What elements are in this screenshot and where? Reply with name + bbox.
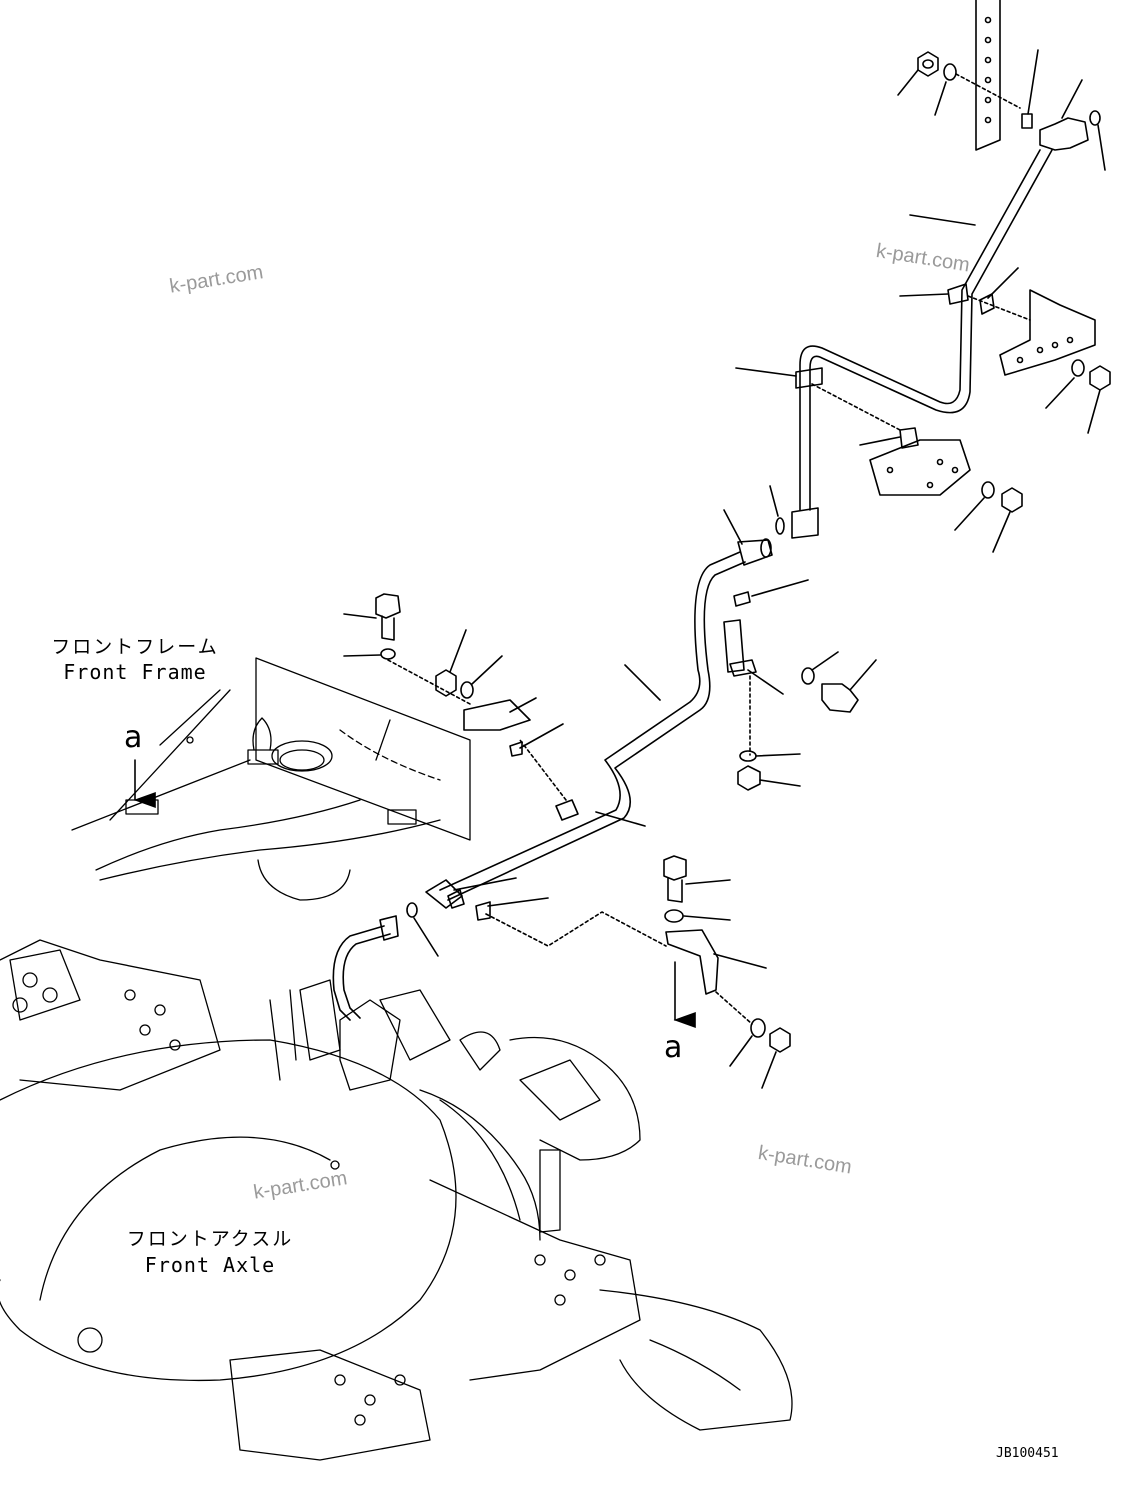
label-front-axle-jp: フロントアクスル — [126, 1228, 294, 1250]
label-front-frame-jp: フロントフレーム — [51, 636, 219, 658]
clamp-middle-tube — [723, 579, 877, 791]
bracket-right-lower — [859, 427, 1023, 553]
label-front-axle-en: Front Axle — [144, 1253, 276, 1277]
label-front-frame-en: Front Frame — [63, 660, 207, 684]
middle-tube — [439, 509, 773, 901]
bracket-left — [463, 697, 564, 757]
upper-fitting — [1021, 49, 1106, 171]
washer-top-left — [934, 63, 957, 116]
nut-top-left — [897, 51, 939, 96]
clamp-lower-middle — [519, 739, 579, 821]
front-axle — [0, 939, 793, 1461]
drawing-code: JB100451 — [996, 1446, 1059, 1461]
fitting-lower-left — [406, 877, 667, 957]
hose-to-axle — [332, 915, 399, 1021]
upper-tube — [799, 149, 1053, 511]
frame-plate-top — [975, 0, 1001, 151]
tube-fitting-lower — [769, 485, 819, 539]
clamp-left-leg — [735, 367, 901, 431]
nut-left — [435, 629, 503, 699]
front-frame — [71, 657, 471, 901]
view-marker-top: a — [124, 720, 143, 755]
bolt-left — [343, 593, 471, 705]
view-marker-bottom: a — [664, 1030, 683, 1065]
bolt-lower-right — [663, 855, 791, 1089]
bracket-right-upper — [999, 289, 1111, 434]
clamp-upper — [899, 267, 1031, 321]
